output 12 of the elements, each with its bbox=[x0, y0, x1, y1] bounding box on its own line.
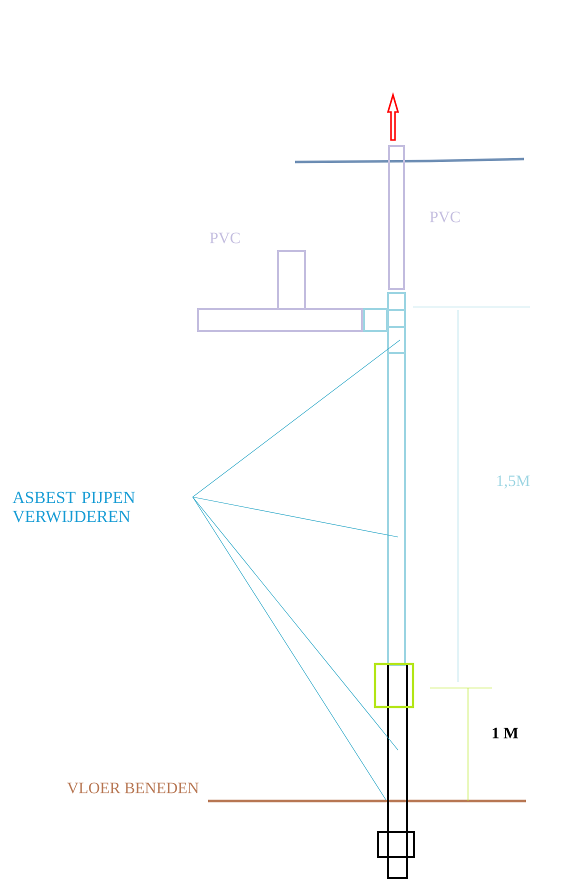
dimension-label: 1,5M bbox=[497, 476, 530, 489]
callout-text: ASBEST PIJPEN VERWIJDEREN bbox=[12, 492, 135, 522]
leader-line bbox=[192, 496, 386, 800]
pipe bbox=[387, 292, 406, 666]
part-label: PVC bbox=[210, 232, 240, 244]
leader-line bbox=[192, 496, 398, 750]
pipe bbox=[387, 663, 408, 879]
floor-label: VLOER BENEDEN bbox=[67, 782, 199, 794]
part-label: PVC bbox=[430, 212, 460, 222]
leader-line bbox=[192, 496, 398, 538]
leader-line bbox=[192, 340, 400, 498]
dimension-label: 1 M bbox=[492, 728, 518, 738]
